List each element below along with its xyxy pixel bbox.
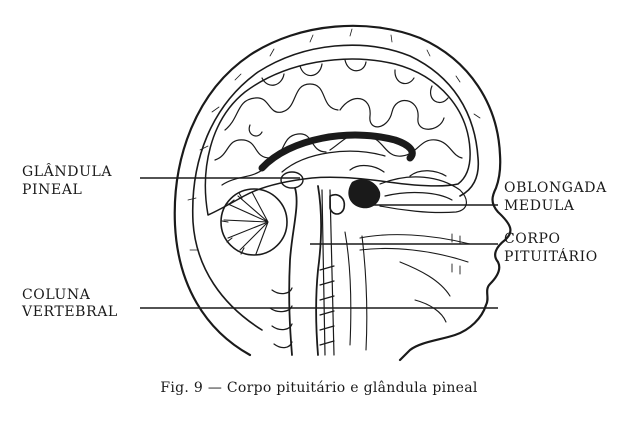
scalp-texture xyxy=(187,28,481,251)
pineal-gland xyxy=(280,171,304,189)
vertebral-column xyxy=(269,265,335,349)
pituitary-gland xyxy=(329,193,346,215)
label-corpo: CORPO xyxy=(504,231,561,247)
spinal-canal xyxy=(321,189,335,356)
figure-caption: Fig. 9 — Corpo pituitário e glândula pin… xyxy=(160,380,478,396)
cerebellum-arbor xyxy=(221,191,269,255)
nasal-cavity xyxy=(379,176,467,214)
label-vertebral: VERTEBRAL xyxy=(21,304,118,320)
mouth-throat xyxy=(344,231,471,351)
teeth xyxy=(451,233,461,275)
skull-outer-outline xyxy=(173,24,512,362)
label-glandula: GLÂNDULA xyxy=(22,162,112,180)
cerebellum xyxy=(220,188,288,256)
label-oblongada: OBLONGADA xyxy=(504,180,607,196)
brain-gyri xyxy=(214,59,463,186)
brainstem xyxy=(288,185,322,356)
label-pituitario: PITUITÁRIO xyxy=(504,247,598,265)
corpus-callosum xyxy=(258,131,416,172)
brain-outline xyxy=(204,58,471,216)
skull-inner-outline xyxy=(191,44,480,331)
label-coluna: COLUNA xyxy=(22,287,91,303)
label-medula: MEDULA xyxy=(504,198,575,214)
label-pineal: PINEAL xyxy=(22,182,82,198)
medulla-region xyxy=(348,179,381,209)
fornix xyxy=(281,150,386,173)
